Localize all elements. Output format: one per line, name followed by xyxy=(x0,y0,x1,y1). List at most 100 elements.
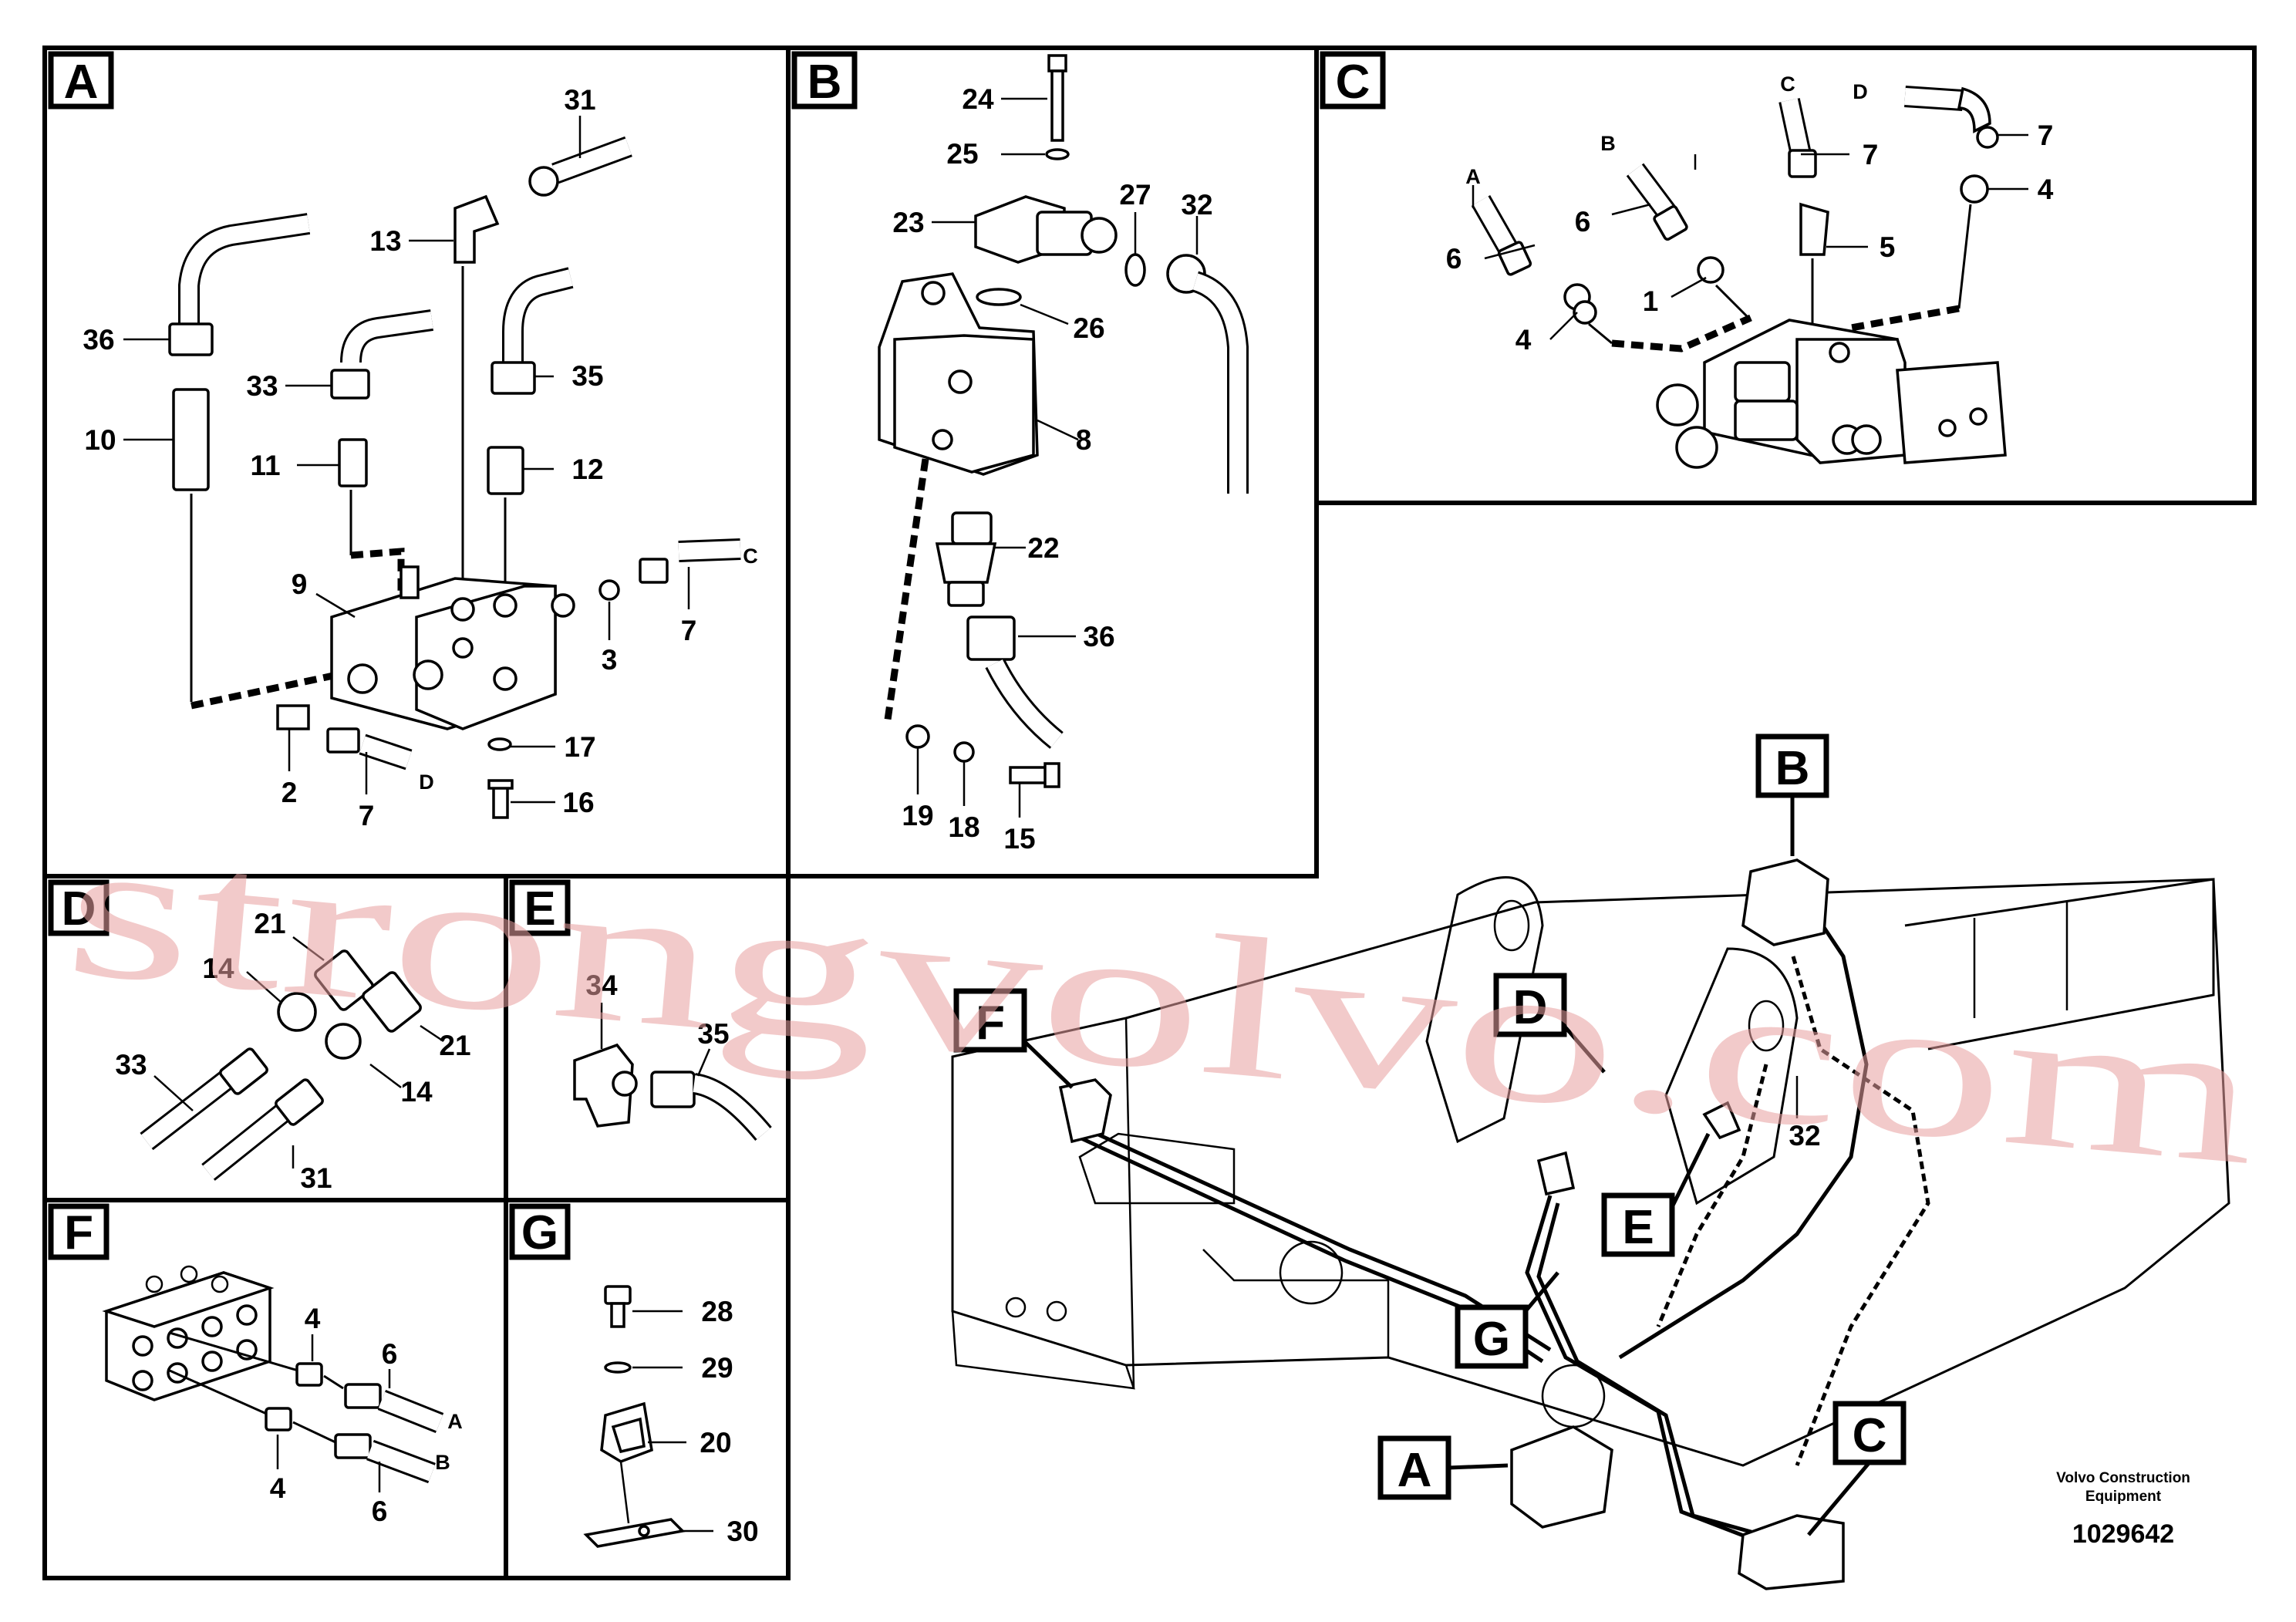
panel-g-callouts: 28 29 20 30 xyxy=(700,1296,758,1547)
callout-35: 35 xyxy=(697,1018,729,1050)
callout-17: 17 xyxy=(564,731,595,763)
callout-36: 36 xyxy=(83,324,114,356)
callout-31: 31 xyxy=(300,1162,332,1194)
callout-4-left: 4 xyxy=(1515,324,1532,356)
panel-g-badge: G xyxy=(509,1203,571,1260)
panel-e-badge: E xyxy=(509,879,571,936)
letter-c: C xyxy=(1780,73,1795,96)
callout-33: 33 xyxy=(115,1049,147,1081)
panel-c-drawing xyxy=(1471,86,2007,469)
panel-a-frame xyxy=(42,46,791,878)
letter-a: A xyxy=(1465,165,1481,188)
panel-e-drawing xyxy=(573,1043,772,1141)
svg-text:B: B xyxy=(1775,742,1810,795)
letter-c: C xyxy=(743,545,758,568)
callout-15: 15 xyxy=(1003,823,1035,855)
callout-7-top: 7 xyxy=(2038,120,2054,151)
svg-text:C: C xyxy=(1336,56,1371,109)
svg-text:F: F xyxy=(64,1206,93,1259)
callout-29: 29 xyxy=(701,1352,733,1384)
svg-text:D: D xyxy=(1513,981,1548,1034)
svg-text:G: G xyxy=(1473,1313,1510,1366)
callout-7a: 7 xyxy=(681,615,697,646)
overview-badge-b: B xyxy=(1755,733,1829,798)
callout-2: 2 xyxy=(282,777,298,808)
company-name-line1: Volvo Construction xyxy=(2056,1470,2190,1486)
callout-12: 12 xyxy=(571,454,603,485)
svg-text:B: B xyxy=(807,56,842,109)
panel-g-drawing xyxy=(583,1285,686,1548)
panel-f-callouts: 4 6 4 6 A B xyxy=(270,1303,463,1527)
callout-4-top: 4 xyxy=(305,1303,321,1334)
panel-b-badge: B xyxy=(791,51,858,110)
callout-8: 8 xyxy=(1076,424,1092,456)
overview-badge-c: C xyxy=(1832,1401,1907,1465)
callout-10: 10 xyxy=(84,424,116,456)
panel-f-badge: F xyxy=(48,1203,110,1260)
letter-a: A xyxy=(447,1410,463,1433)
panel-e-leaders xyxy=(600,1003,711,1077)
callout-20: 20 xyxy=(700,1427,731,1458)
panel-f-drawing xyxy=(102,1265,444,1484)
overview-badge-g: G xyxy=(1455,1304,1529,1369)
callout-4-right: 4 xyxy=(2038,174,2054,205)
panel-f-frame xyxy=(42,1198,508,1580)
overview-badge-e: E xyxy=(1601,1192,1675,1257)
overview-callout-32: 32 xyxy=(1789,1120,1820,1152)
svg-text:A: A xyxy=(1397,1444,1432,1497)
svg-text:D: D xyxy=(62,882,96,936)
callout-26: 26 xyxy=(1073,312,1104,344)
callout-16: 16 xyxy=(562,787,594,818)
panel-c-callouts: 7 6 4 6 1 4 7 5 A B C D xyxy=(1446,73,2054,356)
letter-d: D xyxy=(1853,80,1868,103)
callout-28: 28 xyxy=(701,1296,733,1327)
panel-d-leaders xyxy=(153,936,444,1168)
company-name-line2: Equipment xyxy=(2085,1489,2162,1505)
callout-11: 11 xyxy=(250,450,280,481)
letter-d: D xyxy=(419,771,434,794)
callout-27: 27 xyxy=(1119,179,1151,211)
callout-7-c: 7 xyxy=(1863,139,1879,170)
panel-c-leaders xyxy=(1472,133,2028,340)
panel-d-frame xyxy=(42,874,508,1202)
panel-c-badge: C xyxy=(1320,51,1386,110)
drawing-footer: Volvo Construction Equipment 1029642 xyxy=(2056,1470,2190,1549)
callout-30: 30 xyxy=(727,1516,758,1547)
callout-4-bottom: 4 xyxy=(270,1472,286,1504)
panel-g-leaders xyxy=(632,1310,713,1533)
callout-35: 35 xyxy=(571,360,603,392)
panel-a-callouts: 31 36 13 33 35 10 11 12 9 3 7 17 16 2 7 … xyxy=(83,84,757,831)
callout-21-top: 21 xyxy=(254,908,285,939)
panel-b-drawing xyxy=(878,54,1249,788)
overview-badge-f: F xyxy=(953,988,1027,1053)
callout-6-b: 6 xyxy=(1575,206,1591,238)
callout-14-bottom: 14 xyxy=(400,1076,433,1108)
svg-text:A: A xyxy=(64,56,99,109)
panel-f-leaders xyxy=(276,1334,391,1492)
overview-machine xyxy=(951,858,2230,1590)
callout-6-a: 6 xyxy=(1446,243,1462,275)
panel-g-frame xyxy=(504,1198,791,1580)
callout-23: 23 xyxy=(892,207,924,238)
svg-text:E: E xyxy=(524,882,555,936)
callout-33: 33 xyxy=(246,370,278,402)
callout-24: 24 xyxy=(962,83,994,115)
callout-32: 32 xyxy=(1181,189,1212,221)
drawing-number: 1029642 xyxy=(2072,1519,2174,1549)
callout-31: 31 xyxy=(564,84,595,116)
overview-badge-a: A xyxy=(1377,1435,1451,1500)
letter-b: B xyxy=(435,1451,450,1474)
callout-19: 19 xyxy=(902,800,933,831)
svg-text:C: C xyxy=(1853,1409,1887,1462)
panel-d-drawing xyxy=(140,949,422,1181)
svg-text:G: G xyxy=(521,1206,558,1259)
callout-9: 9 xyxy=(292,568,308,600)
panel-d-badge: D xyxy=(48,879,110,936)
panel-d-callouts: 21 14 21 33 14 31 xyxy=(115,908,470,1194)
callout-21-right: 21 xyxy=(439,1030,470,1061)
overview-badge-d: D xyxy=(1493,973,1567,1037)
panel-b-callouts: 24 25 23 27 32 26 8 22 36 19 18 15 xyxy=(892,83,1212,855)
panel-b-leaders xyxy=(916,97,1199,818)
callout-14-top: 14 xyxy=(202,953,234,984)
